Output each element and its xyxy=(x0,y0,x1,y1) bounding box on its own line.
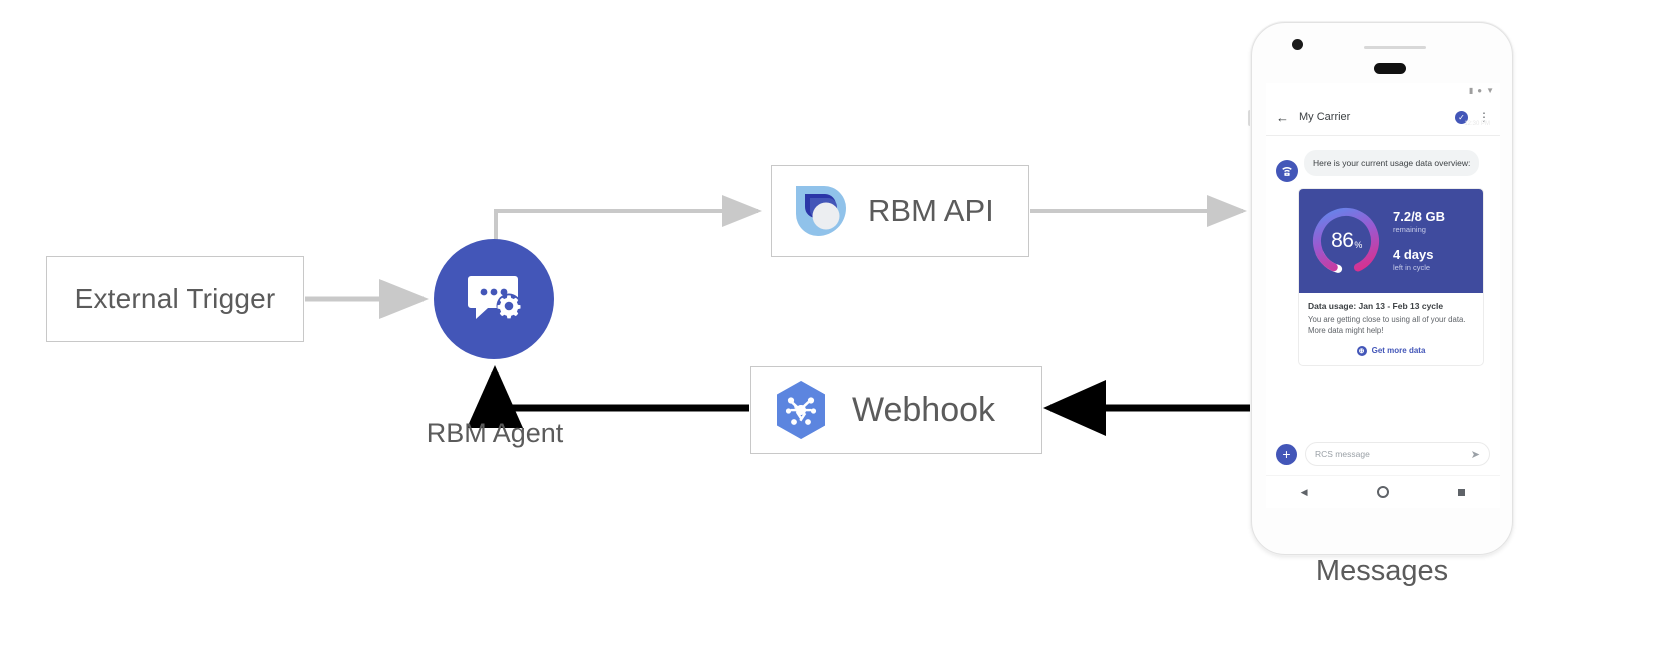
message-row: Here is your current usage data overview… xyxy=(1266,136,1500,182)
rbm-agent-caption: RBM Agent xyxy=(426,418,564,448)
rbm-api-label: RBM API xyxy=(868,193,994,228)
status-bar: ▮ ● ▼ xyxy=(1266,83,1500,99)
node-webhook[interactable]: Webhook xyxy=(750,366,1042,454)
signal-icon: ▮ xyxy=(1468,86,1474,95)
chat-gear-icon xyxy=(468,276,522,319)
card-text-line2: More data might help! xyxy=(1308,326,1384,336)
days-amount-sub: left in cycle xyxy=(1393,263,1431,273)
verified-shield-icon[interactable]: ✓ xyxy=(1455,110,1468,124)
webhook-label: Webhook xyxy=(852,390,996,429)
send-icon[interactable]: ➤ xyxy=(1470,448,1480,461)
add-attachment-button[interactable]: + xyxy=(1276,443,1297,465)
phone-camera-icon xyxy=(1292,39,1303,50)
card-text-line1: You are getting close to using all of yo… xyxy=(1308,315,1466,324)
node-rbm-agent[interactable] xyxy=(434,239,554,359)
usage-gauge: 86% xyxy=(1309,204,1383,278)
gauge-percent: 86% xyxy=(1331,229,1362,252)
node-rbm-api[interactable]: RBM API xyxy=(771,165,1029,257)
message-bubble: Here is your current usage data overview… xyxy=(1304,150,1480,177)
card-action-get-more-data[interactable]: ⊕ Get more data xyxy=(1308,337,1474,359)
card-hero: 86% 7.2/8 GB remaining 4 days left in cy… xyxy=(1299,189,1483,293)
rich-card[interactable]: 86% 7.2/8 GB remaining 4 days left in cy… xyxy=(1298,188,1484,366)
wifi-icon: ● xyxy=(1477,86,1483,95)
edge-agent-to-api xyxy=(494,195,762,240)
chat-area: Here is your current usage data overview… xyxy=(1266,136,1500,441)
phone-screen: ▮ ● ▼ ← My Carrier ✓ ⋮ 12:30 PM xyxy=(1266,83,1500,508)
rcs-message-placeholder: RCS message xyxy=(1315,449,1370,459)
days-amount: 4 days xyxy=(1393,247,1434,262)
message-composer: + RCS message ➤ xyxy=(1266,434,1500,474)
phone-mockup: ▮ ● ▼ ← My Carrier ✓ ⋮ 12:30 PM xyxy=(1251,22,1513,555)
rbm-api-logo-icon xyxy=(796,186,846,236)
globe-icon: ⊕ xyxy=(1356,345,1367,356)
nav-home-icon[interactable] xyxy=(1376,486,1389,498)
edge-webhook-to-agent xyxy=(467,365,749,428)
conversation-title: My Carrier xyxy=(1299,111,1351,123)
more-vert-icon[interactable]: ⋮ xyxy=(1478,110,1490,124)
android-nav-bar: ◀ xyxy=(1266,475,1500,508)
message-timestamp: 12:30 PM xyxy=(1464,121,1490,127)
battery-icon: ▼ xyxy=(1486,86,1494,95)
external-trigger-label: External Trigger xyxy=(74,283,276,314)
node-external-trigger[interactable]: External Trigger xyxy=(46,256,304,342)
phone-side-button[interactable] xyxy=(1248,110,1252,126)
nav-back-icon[interactable]: ◀ xyxy=(1300,486,1308,497)
nav-recents-icon[interactable] xyxy=(1458,488,1466,496)
card-hero-stats: 7.2/8 GB remaining 4 days left in cycle xyxy=(1393,208,1473,273)
card-action-label: Get more data xyxy=(1371,346,1426,356)
card-body: Data usage: Jan 13 - Feb 13 cycle You ar… xyxy=(1299,293,1483,365)
phone-speaker xyxy=(1374,63,1406,74)
messages-caption: Messages xyxy=(1315,555,1449,587)
rcs-message-input[interactable]: RCS message ➤ xyxy=(1305,442,1490,466)
data-amount: 7.2/8 GB xyxy=(1393,208,1446,224)
back-icon[interactable]: ← xyxy=(1276,109,1289,125)
cloud-functions-hexagon-icon xyxy=(777,381,825,439)
avatar xyxy=(1276,160,1298,182)
phone-earpiece xyxy=(1364,46,1426,49)
wifi-router-icon xyxy=(1282,167,1292,176)
app-bar: ← My Carrier ✓ ⋮ xyxy=(1266,99,1500,136)
data-amount-sub: remaining xyxy=(1393,225,1426,234)
card-title: Data usage: Jan 13 - Feb 13 cycle xyxy=(1308,301,1444,311)
